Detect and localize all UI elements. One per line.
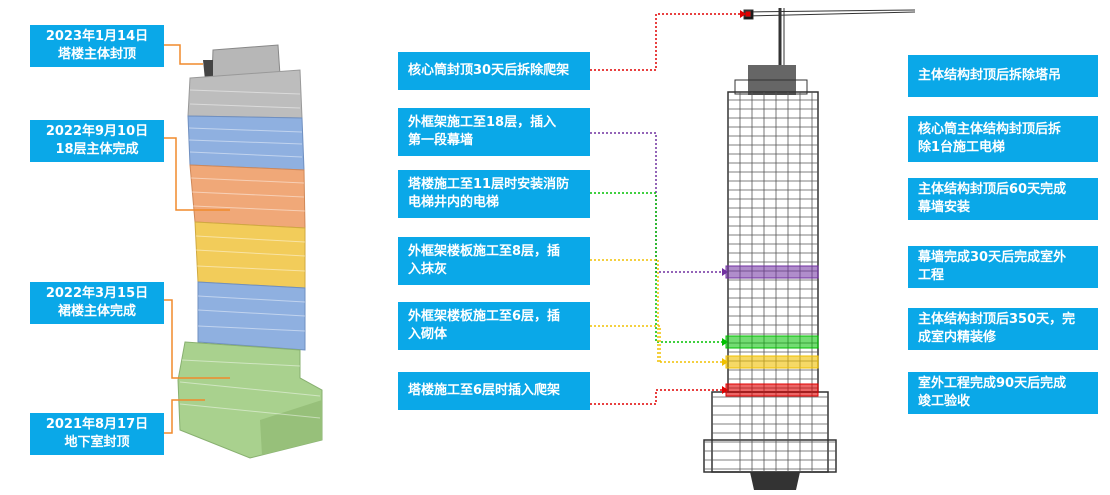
process-connectors bbox=[590, 13, 744, 405]
tower-crane bbox=[743, 8, 916, 70]
milestone-event: 地下室封顶 bbox=[64, 435, 130, 450]
process-note-masonry: 外框架楼板施工至6层，插 入砌体 bbox=[398, 302, 590, 350]
tower-facade-grid bbox=[177, 44, 323, 459]
installation-bands bbox=[725, 265, 819, 397]
note-line: 成室内精装修 bbox=[918, 330, 997, 345]
milestone-box-basement: 2021年8月17日 地下室封顶 bbox=[30, 413, 164, 455]
post-note-crane-removal: 主体结构封顶后拆除塔吊 bbox=[908, 55, 1098, 97]
post-note-acceptance: 室外工程完成90天后完成 竣工验收 bbox=[908, 372, 1098, 414]
post-note-curtain-complete: 主体结构封顶后60天完成 幕墙安装 bbox=[908, 178, 1098, 220]
process-note-climbing-removal: 核心筒封顶30天后拆除爬架 bbox=[398, 52, 590, 90]
floor-lines bbox=[179, 89, 321, 419]
note-line: 第一段幕墙 bbox=[408, 133, 474, 148]
note-line: 幕墙安装 bbox=[918, 200, 971, 215]
milestone-box-podium: 2022年3月15日 裙楼主体完成 bbox=[30, 282, 164, 324]
note-line: 主体结构封顶后拆除塔吊 bbox=[918, 68, 1062, 83]
milestone-event: 18层主体完成 bbox=[55, 142, 139, 157]
tower-floor-grid bbox=[704, 92, 836, 472]
note-line: 除1台施工电梯 bbox=[918, 140, 1006, 155]
milestone-box-topping-out: 2023年1月14日 塔楼主体封顶 bbox=[30, 25, 164, 67]
milestone-connectors bbox=[164, 44, 230, 434]
note-line: 核心筒主体结构封顶后拆 bbox=[918, 122, 1062, 137]
note-line: 入砌体 bbox=[408, 327, 448, 342]
process-note-plaster: 外框架楼板施工至8层，插 入抹灰 bbox=[398, 237, 590, 285]
milestone-event: 塔楼主体封顶 bbox=[57, 47, 136, 62]
note-line: 幕墙完成30天后完成室外 bbox=[918, 250, 1067, 265]
note-line: 塔楼施工至11层时安装消防 bbox=[408, 177, 570, 192]
note-line: 主体结构封顶后60天完成 bbox=[918, 182, 1067, 197]
milestone-date: 2023年1月14日 bbox=[45, 29, 149, 44]
process-note-climbing-insert: 塔楼施工至6层时插入爬架 bbox=[398, 372, 590, 410]
note-line: 外框架施工至18层，插入 bbox=[408, 115, 557, 130]
note-line: 竣工验收 bbox=[918, 394, 971, 409]
milestone-event: 裙楼主体完成 bbox=[57, 304, 136, 319]
milestone-box-floor18: 2022年9月10日 18层主体完成 bbox=[30, 120, 164, 162]
connector-arrowheads bbox=[722, 10, 746, 394]
note-line: 核心筒封顶30天后拆除爬架 bbox=[408, 63, 570, 78]
milestone-date: 2022年3月15日 bbox=[45, 286, 149, 301]
note-line: 塔楼施工至6层时插入爬架 bbox=[408, 383, 561, 398]
note-line: 外框架楼板施工至8层，插 bbox=[408, 244, 561, 259]
note-line: 电梯井内的电梯 bbox=[408, 195, 500, 210]
note-line: 主体结构封顶后350天，完 bbox=[918, 312, 1076, 327]
note-line: 室外工程完成90天后完成 bbox=[918, 376, 1067, 391]
post-note-elevator-removal: 核心筒主体结构封顶后拆 除1台施工电梯 bbox=[908, 116, 1098, 162]
note-line: 外框架楼板施工至6层，插 bbox=[408, 309, 561, 324]
post-note-exterior: 幕墙完成30天后完成室外 工程 bbox=[908, 246, 1098, 288]
milestone-date: 2021年8月17日 bbox=[45, 417, 149, 432]
post-note-interior: 主体结构封顶后350天，完 成室内精装修 bbox=[908, 308, 1098, 350]
process-note-elevator: 塔楼施工至11层时安装消防 电梯井内的电梯 bbox=[398, 170, 590, 218]
note-line: 入抹灰 bbox=[408, 262, 448, 277]
process-note-curtain-wall: 外框架施工至18层，插入 第一段幕墙 bbox=[398, 108, 590, 156]
note-line: 工程 bbox=[918, 268, 945, 283]
milestone-date: 2022年9月10日 bbox=[45, 124, 149, 139]
